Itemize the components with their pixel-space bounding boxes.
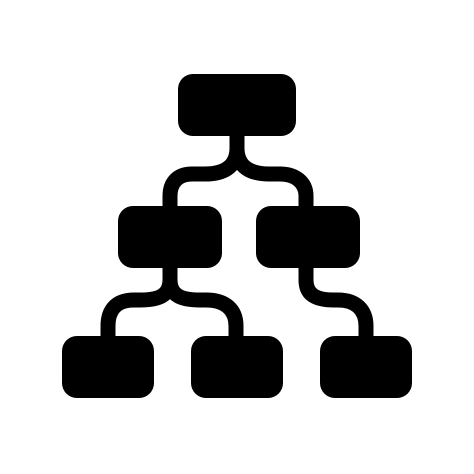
connector-root-to-right [229, 128, 314, 216]
connector-right-to-bottom-right [298, 258, 374, 346]
connector-root-to-left [162, 128, 245, 216]
level3-right-node [320, 336, 412, 398]
level2-right-node [256, 206, 360, 268]
level3-left-node [62, 336, 154, 398]
connector-lines [100, 128, 374, 346]
connector-left-to-bottom-left [100, 258, 178, 346]
connector-left-to-bottom-middle [162, 258, 244, 346]
tree-nodes [62, 74, 412, 398]
level2-left-node [118, 206, 222, 268]
level3-middle-node [191, 336, 283, 398]
root-node [178, 74, 296, 136]
